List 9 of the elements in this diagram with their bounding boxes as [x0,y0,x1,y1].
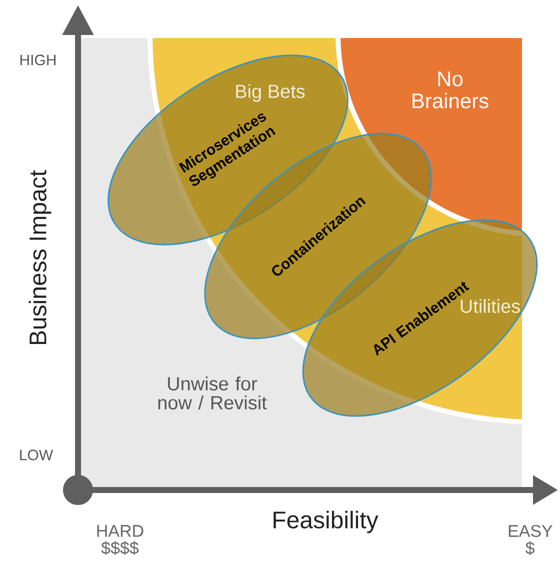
quadrant-label: Big Bets [236,84,305,102]
axis-tick-label: HIGH [20,54,56,66]
quadrant-label: Unwise for now / Revisit [158,376,267,410]
axis-title: Feasibility [274,510,378,534]
axis-tick-label: EASY $ [508,524,552,556]
axis-tick-label: LOW [20,450,54,460]
axis-title: Business Impact [28,170,52,344]
quadrant-label: No Brainers [412,72,488,108]
axis-tick-label: HARD $$$$ [97,525,144,555]
